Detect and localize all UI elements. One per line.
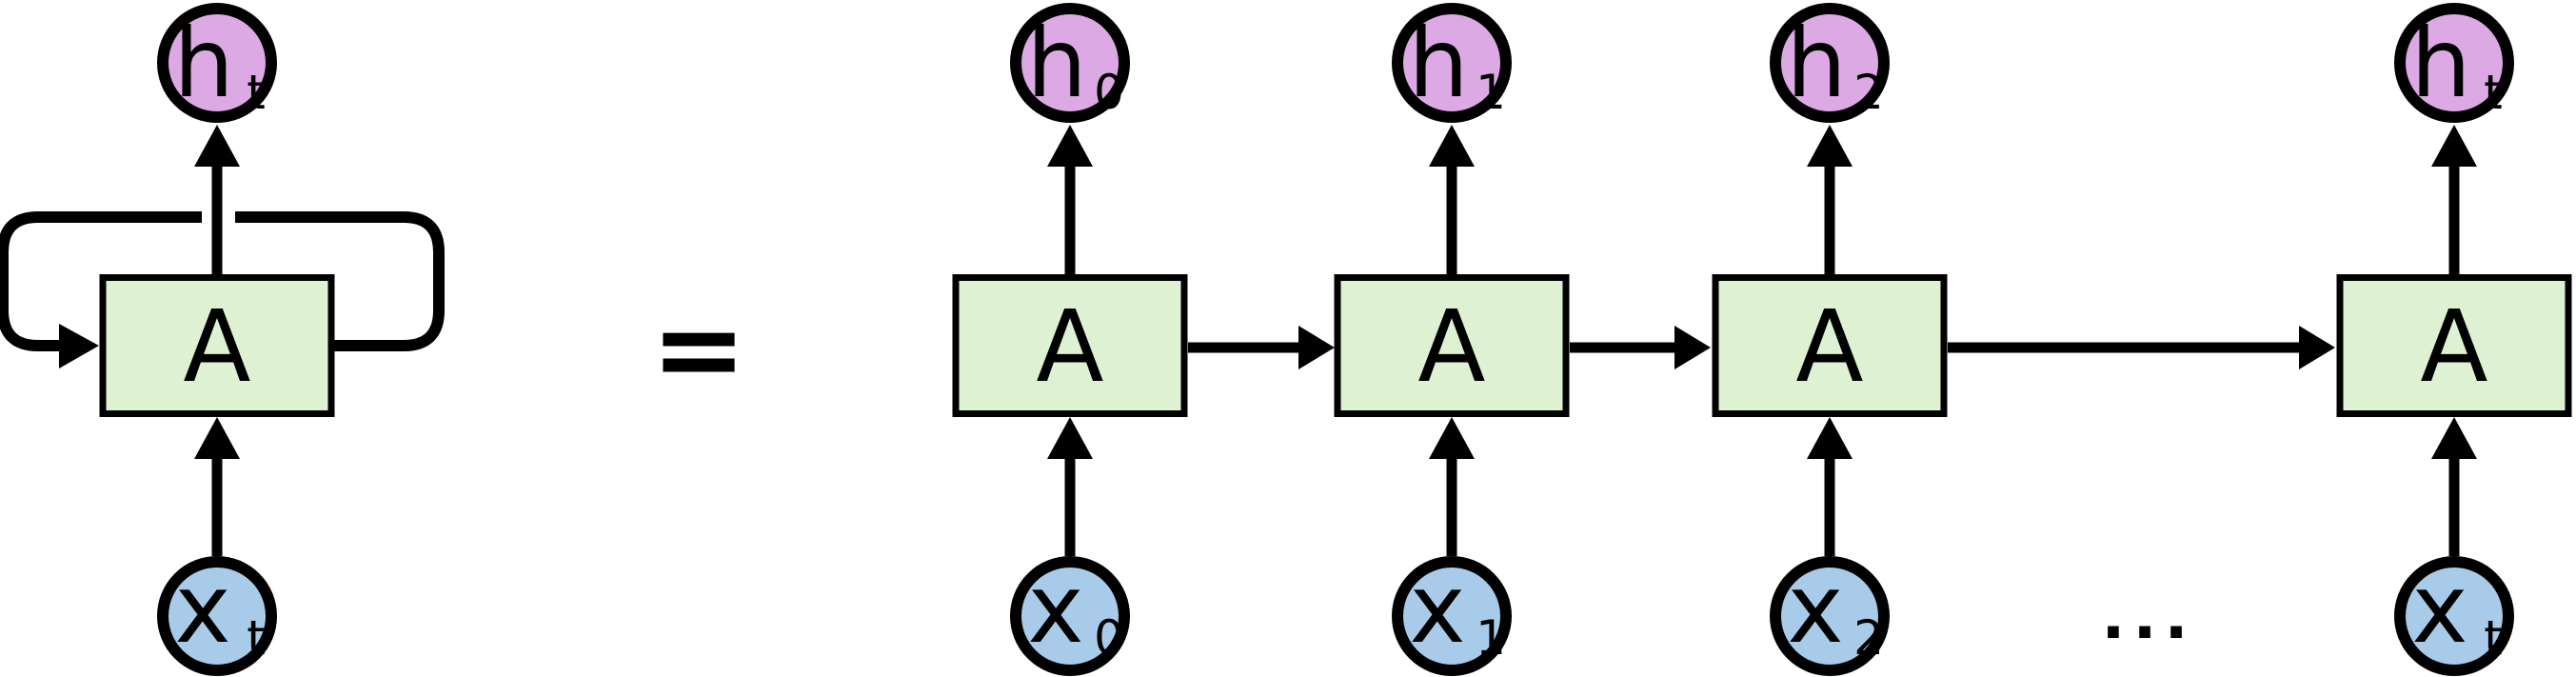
input-arrow-head (194, 417, 240, 459)
hidden-state-subscript: 0 (1094, 65, 1124, 120)
state-arrow-2-t (1948, 326, 2335, 369)
input-node (1770, 556, 1890, 676)
input-label: x (2411, 553, 2467, 665)
hidden-state-node (1010, 3, 1130, 123)
unrolled-unit-2: h 2 A x 2 (1712, 3, 1948, 676)
recurrent-loop-right (235, 211, 445, 351)
hidden-state-node (1770, 3, 1890, 123)
output-arrow-head (2431, 125, 2477, 167)
hidden-state-node (157, 3, 277, 123)
hidden-state-node (2394, 3, 2514, 123)
input-arrow-head (1807, 417, 1853, 459)
input-node (2394, 556, 2514, 676)
input-arrow-head (1047, 417, 1093, 459)
hidden-state-label: h (1786, 8, 1846, 119)
hidden-state-subscript: t (2484, 65, 2503, 120)
cell-box (952, 274, 1188, 417)
output-arrow-head (1429, 125, 1475, 167)
hidden-state-label: h (1026, 8, 1086, 119)
input-label: x (1027, 553, 1083, 665)
hidden-state-node (1392, 3, 1512, 123)
state-arrow-0-1 (1188, 326, 1335, 369)
cell-box (1712, 274, 1948, 417)
input-label: x (174, 553, 230, 665)
input-node (1010, 556, 1130, 676)
cell-label: A (1036, 289, 1103, 405)
hidden-state-subscript: 1 (1476, 65, 1506, 120)
input-node (157, 556, 277, 676)
recurrent-loop-arrow-head (59, 324, 99, 368)
equals-sign: = (651, 284, 747, 416)
cell-label: A (2420, 289, 2487, 405)
output-arrow-head (1807, 125, 1853, 167)
cell-label: A (1417, 289, 1485, 405)
input-subscript: t (247, 610, 266, 666)
cell-box (1334, 274, 1570, 417)
rolled-rnn-unit: h t A x t (99, 3, 335, 676)
cell-label: A (1795, 289, 1863, 405)
cell-box (99, 274, 335, 417)
cell-box (2336, 274, 2572, 417)
cell-label: A (183, 289, 250, 405)
input-node (1392, 556, 1512, 676)
output-arrow-head (194, 125, 240, 167)
input-label: x (1409, 553, 1465, 665)
state-arrow-head (1298, 326, 1335, 369)
input-arrow-head (2431, 417, 2477, 459)
hidden-state-subscript: 2 (1853, 65, 1884, 120)
input-subscript: 2 (1853, 610, 1884, 666)
hidden-state-label: h (1408, 8, 1468, 119)
input-subscript: 0 (1094, 610, 1124, 666)
output-arrow-head (1047, 125, 1093, 167)
recurrent-loop-left (0, 211, 202, 351)
input-subscript: 1 (1476, 610, 1506, 666)
hidden-state-label: h (2410, 8, 2470, 119)
state-arrow-1-2 (1570, 326, 1711, 369)
state-arrow-head (1674, 326, 1711, 369)
hidden-state-label: h (173, 8, 233, 119)
unrolled-unit-0: h 0 A x 0 (952, 3, 1188, 676)
state-arrow-head (2299, 326, 2335, 369)
ellipsis: ... (2101, 580, 2195, 653)
input-subscript: t (2484, 610, 2503, 666)
unrolled-unit-3: h t A x t (2336, 3, 2572, 676)
hidden-state-subscript: t (247, 65, 266, 120)
input-arrow-head (1429, 417, 1475, 459)
unrolled-unit-1: h 1 A x 1 (1334, 3, 1570, 676)
input-label: x (1787, 553, 1843, 665)
